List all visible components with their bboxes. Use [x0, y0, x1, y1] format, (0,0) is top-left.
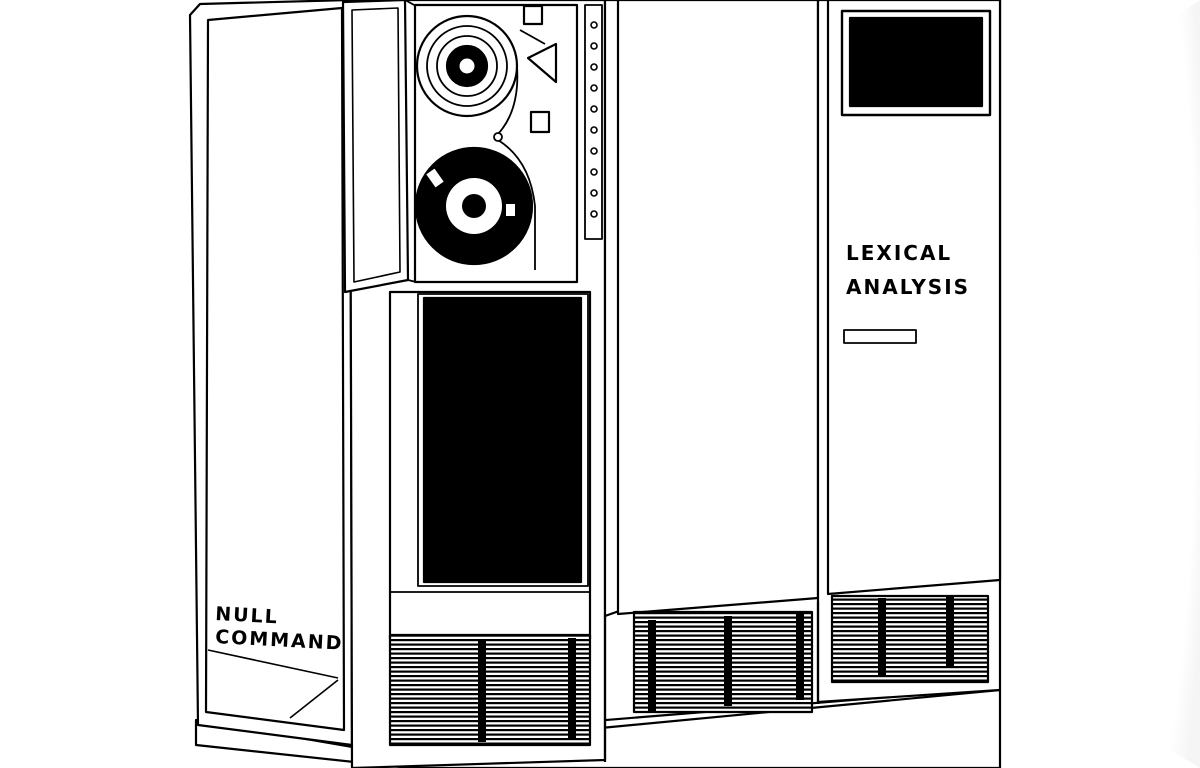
lexical-analysis-label-line1: LEXICAL — [846, 241, 952, 265]
lower-tape-reel-icon — [414, 146, 534, 266]
vent-grille-right — [830, 594, 990, 684]
tape-path-mechanism — [493, 29, 546, 270]
background-vignette — [1110, 0, 1200, 768]
status-screen — [848, 16, 984, 108]
null-command-label-line1: NULL — [215, 603, 280, 628]
lexical-analysis-label-line2: ANALYSIS — [846, 275, 970, 299]
tape-sensor-top — [522, 4, 544, 26]
vent-grille-left — [388, 633, 592, 747]
middle-cabinet-panel — [616, 0, 820, 616]
vent-grille-middle — [632, 610, 814, 714]
tape-guide-triangle — [526, 42, 558, 84]
left-side-inner-panel — [204, 6, 346, 732]
indicator-lamps — [590, 21, 598, 218]
main-display-screen — [422, 296, 583, 584]
card-slot — [843, 329, 917, 344]
right-cabinet-panel — [826, 0, 1002, 596]
indicator-lamp-strip — [584, 4, 603, 240]
upper-tape-reel-icon — [415, 14, 519, 118]
tape-sensor-bottom — [529, 110, 551, 134]
